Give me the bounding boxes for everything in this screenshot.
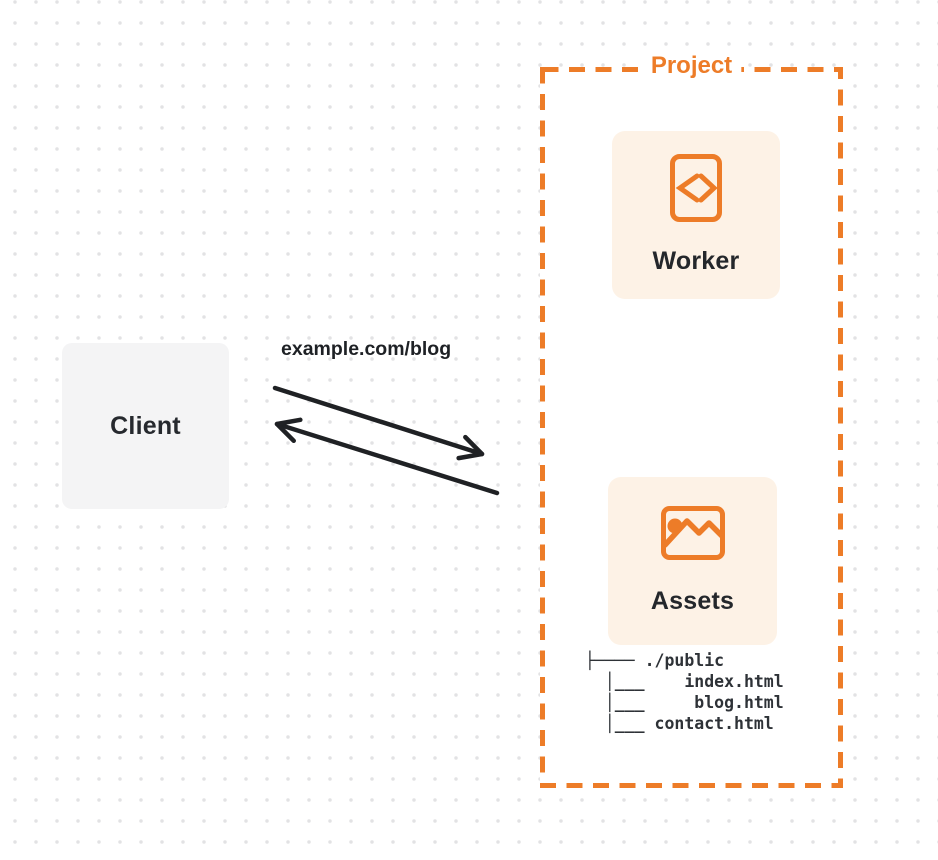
project-container: Project Worker Assets ├──── ./public │__… bbox=[540, 52, 843, 788]
worker-label: Worker bbox=[652, 247, 740, 275]
request-url-label: example.com/blog bbox=[281, 338, 452, 360]
tree-line-index: │___ index.html bbox=[585, 672, 784, 691]
tree-line-contact: │___ contact.html bbox=[585, 714, 774, 733]
project-label: Project bbox=[641, 52, 742, 80]
assets-node: Assets bbox=[608, 477, 777, 645]
assets-label: Assets bbox=[650, 587, 735, 615]
tree-line-blog: │___ blog.html bbox=[585, 693, 784, 712]
assets-file-tree: ├──── ./public │___ index.html │___ blog… bbox=[585, 650, 784, 734]
client-label: Client bbox=[110, 411, 181, 440]
response-arrow bbox=[274, 417, 500, 496]
project-dashed-border bbox=[540, 67, 843, 788]
worker-node: Worker bbox=[612, 131, 780, 299]
image-icon bbox=[660, 506, 725, 560]
client-node: Client bbox=[62, 343, 229, 509]
code-file-icon bbox=[670, 154, 722, 222]
tree-line-public: ├──── ./public bbox=[585, 651, 725, 670]
request-arrow bbox=[272, 385, 485, 461]
